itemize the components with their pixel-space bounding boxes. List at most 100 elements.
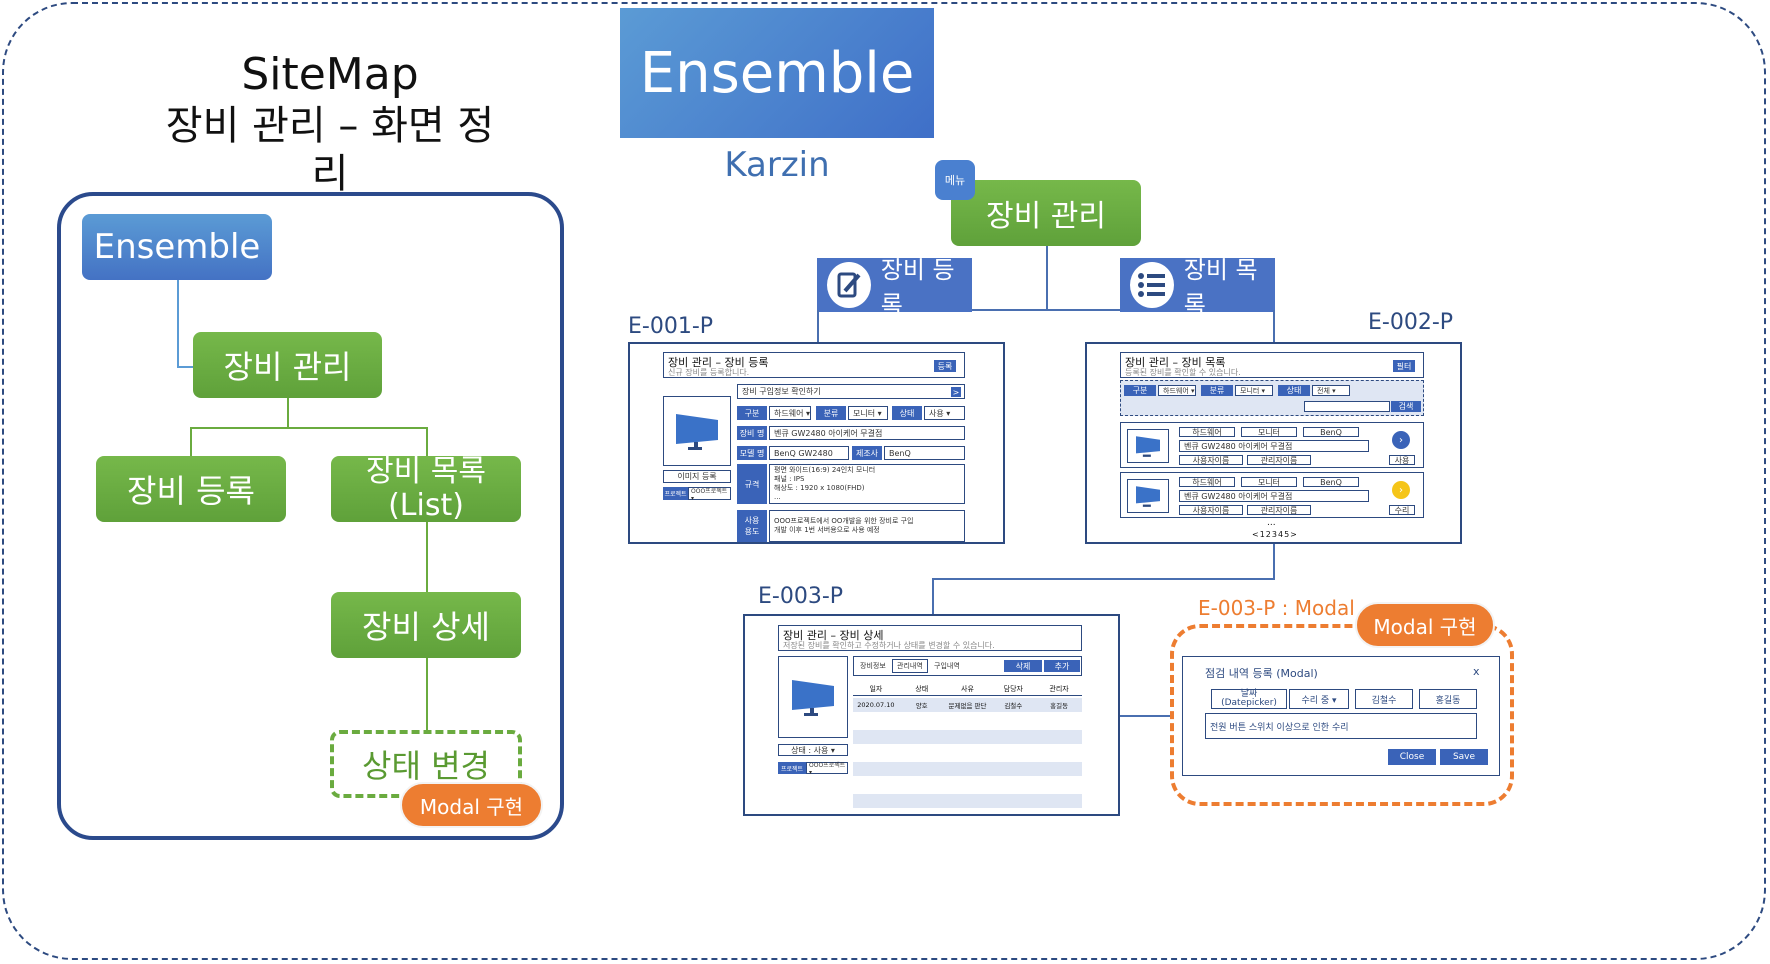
screen-e002: 장비 관리 – 장비 목록 등록된 장비를 확인할 수 있습니다. 필터 구분 … [1085,342,1462,544]
e001-name-label: 장비 명 [737,426,767,440]
e001-proj-select[interactable]: OOO프로젝트 ▾ [688,487,731,500]
close-icon[interactable]: x [1473,665,1480,678]
state-select[interactable]: 수리 중 ▾ [1289,689,1349,709]
connector [426,427,428,457]
e001-spec-label: 규격 [737,464,767,504]
brand-banner: Ensemble [620,8,934,138]
e001-maker-field[interactable]: BenQ [884,446,965,460]
e001-model-label: 모델 명 [737,446,767,460]
table-row[interactable] [853,794,1082,808]
list-icon [1130,262,1174,308]
add-button[interactable]: 추가 [1044,660,1080,672]
e001-spec-field[interactable]: 평면 와이드(16:9) 24인치 모니터 패널 : IPS 해상도 : 192… [769,464,965,504]
sitemap-list: 장비 목록 (List) [331,456,521,522]
item-name: 벤큐 GW2480 아이케어 무결점 [1179,440,1369,452]
code-e002: E-002-P [1368,310,1453,335]
connector [287,398,289,428]
save-button[interactable]: Save [1440,749,1488,765]
e001-use-label: 사용 용도 [737,510,767,542]
menu-tag: 메뉴 [935,160,975,200]
e002-filter-button[interactable]: 필터 [1393,360,1415,372]
spec-line: 평면 와이드(16:9) 24인치 모니터 [774,466,964,475]
tab-purchase[interactable]: 구입내역 [930,660,966,672]
sitemap-main: 장비 관리 [193,332,382,398]
e002-cat-label: 분류 [1201,385,1233,396]
e002-search-input[interactable] [1304,401,1390,412]
table-row[interactable] [853,762,1082,776]
e001-proj-label: 프로젝트 [663,487,688,500]
e002-type-select[interactable]: 하드웨어 ▾ [1158,385,1196,396]
nav-list[interactable]: 장비 목록 [1120,258,1275,312]
cell: 문제없음 판단 [945,700,991,710]
spec-line: ... [774,493,964,502]
sitemap-detail: 장비 상세 [331,592,521,658]
e001-image-button[interactable]: 이미지 등록 [663,470,731,483]
e001-state-select[interactable]: 사용 ▾ [924,406,965,420]
delete-button[interactable]: 삭제 [1004,660,1042,672]
col-date: 일자 [853,684,899,695]
nav-register[interactable]: 장비 등록 [817,258,972,312]
col-state: 상태 [899,684,945,695]
cell: 홍길동 [1036,700,1082,710]
e001-purchase-label: 장비 구입정보 확인하기 [742,386,821,397]
screen-e003: 장비 관리 – 장비 상세 저장된 장비를 확인하고 수정하거나 상태를 변경할… [743,614,1120,816]
title-line1: SiteMap [150,48,510,102]
e002-search-button[interactable]: 검색 [1391,401,1421,412]
close-button[interactable]: Close [1388,749,1436,765]
connector [817,310,819,342]
sitemap-root: Ensemble [82,214,272,280]
person1-field[interactable]: 김철수 [1355,689,1413,709]
e001-purchase-go[interactable]: > [951,387,961,397]
e001-cat-select[interactable]: 모니터 ▾ [848,406,888,420]
page-title: SiteMap 장비 관리 – 화면 정리 [150,48,510,198]
connector [1273,310,1275,342]
e002-state-select[interactable]: 전체 ▾ [1312,385,1350,396]
e001-use-field[interactable]: OOO프로젝트에서 OO개발을 위한 장비로 구입 개발 이후 1번 서버용으로… [769,510,965,542]
connector [1046,246,1048,310]
e001-purchase[interactable]: 장비 구입정보 확인하기 > [737,384,965,399]
e001-name-field[interactable]: 벤큐 GW2480 아이케어 무결점 [769,426,965,440]
connector [190,427,427,429]
modal-badge-left: Modal 구현 [400,782,543,828]
nav-main: 장비 관리 [951,180,1141,246]
connector [426,522,428,592]
tab-info[interactable]: 장비정보 [856,660,890,672]
e002-state-label: 상태 [1278,385,1310,396]
col-reason: 사유 [945,684,991,695]
connector [932,578,1275,580]
spec-line: 해상도 : 1920 x 1080(FHD) [774,484,964,493]
modal-dialog: 점검 내역 등록 (Modal) x 날짜 (Datepicker) 수리 중 … [1182,656,1500,776]
modal-title: 점검 내역 등록 (Modal) [1205,665,1318,681]
e001-register-button[interactable]: 등록 [934,360,956,372]
list-item[interactable]: 하드웨어 모니터 BenQ 벤큐 GW2480 아이케어 무결점 사용자이름 관… [1120,422,1424,468]
table-row[interactable]: 2020.07.10 양호 문제없음 판단 김철수 홍길동 [853,698,1082,712]
tab-history[interactable]: 관리내역 [892,659,928,673]
memo-field[interactable]: 전원 버튼 스위치 이상으로 인한 수리 [1205,713,1477,739]
e001-model-field[interactable]: BenQ GW2480 [769,446,849,460]
date-picker[interactable]: 날짜 (Datepicker) [1211,689,1287,709]
item-admin: 관리자이름 [1247,455,1311,465]
e001-type-select[interactable]: 하드웨어 ▾ [769,406,811,420]
e003-state-select[interactable]: 상태 : 사용 ▾ [778,744,848,756]
person2-field[interactable]: 홍길동 [1419,689,1477,709]
item-maker: BenQ [1303,477,1359,487]
pagination[interactable]: <12345> [1252,530,1298,539]
connector [1120,715,1172,717]
connector [1273,544,1275,579]
chevron-right-icon[interactable]: › [1392,481,1410,499]
e002-type-label: 구분 [1124,385,1156,396]
e003-proj-select[interactable]: OOO프로젝트 ▾ [806,762,848,774]
chevron-right-icon[interactable]: › [1392,431,1410,449]
e002-cat-select[interactable]: 모니터 ▾ [1235,385,1273,396]
connector [177,280,179,368]
e002-filter-panel: 구분 하드웨어 ▾ 분류 모니터 ▾ 상태 전체 ▾ 검색 [1120,380,1424,416]
e003-header: 장비 관리 – 장비 상세 저장된 장비를 확인하고 수정하거나 상태를 변경할… [778,625,1082,651]
use-line: 개발 이후 1번 서버용으로 사용 예정 [774,526,964,535]
col-staff: 담당자 [990,684,1036,695]
e003-image [778,656,848,738]
table-row[interactable] [853,730,1082,744]
e002-header: 장비 관리 – 장비 목록 등록된 장비를 확인할 수 있습니다. 필터 [1120,352,1424,378]
list-item[interactable]: 하드웨어 모니터 BenQ 벤큐 GW2480 아이케어 무결점 사용자이름 관… [1120,472,1424,518]
e003-table-header: 일자 상태 사유 담당자 관리자 [853,684,1082,696]
item-user: 사용자이름 [1179,455,1243,465]
